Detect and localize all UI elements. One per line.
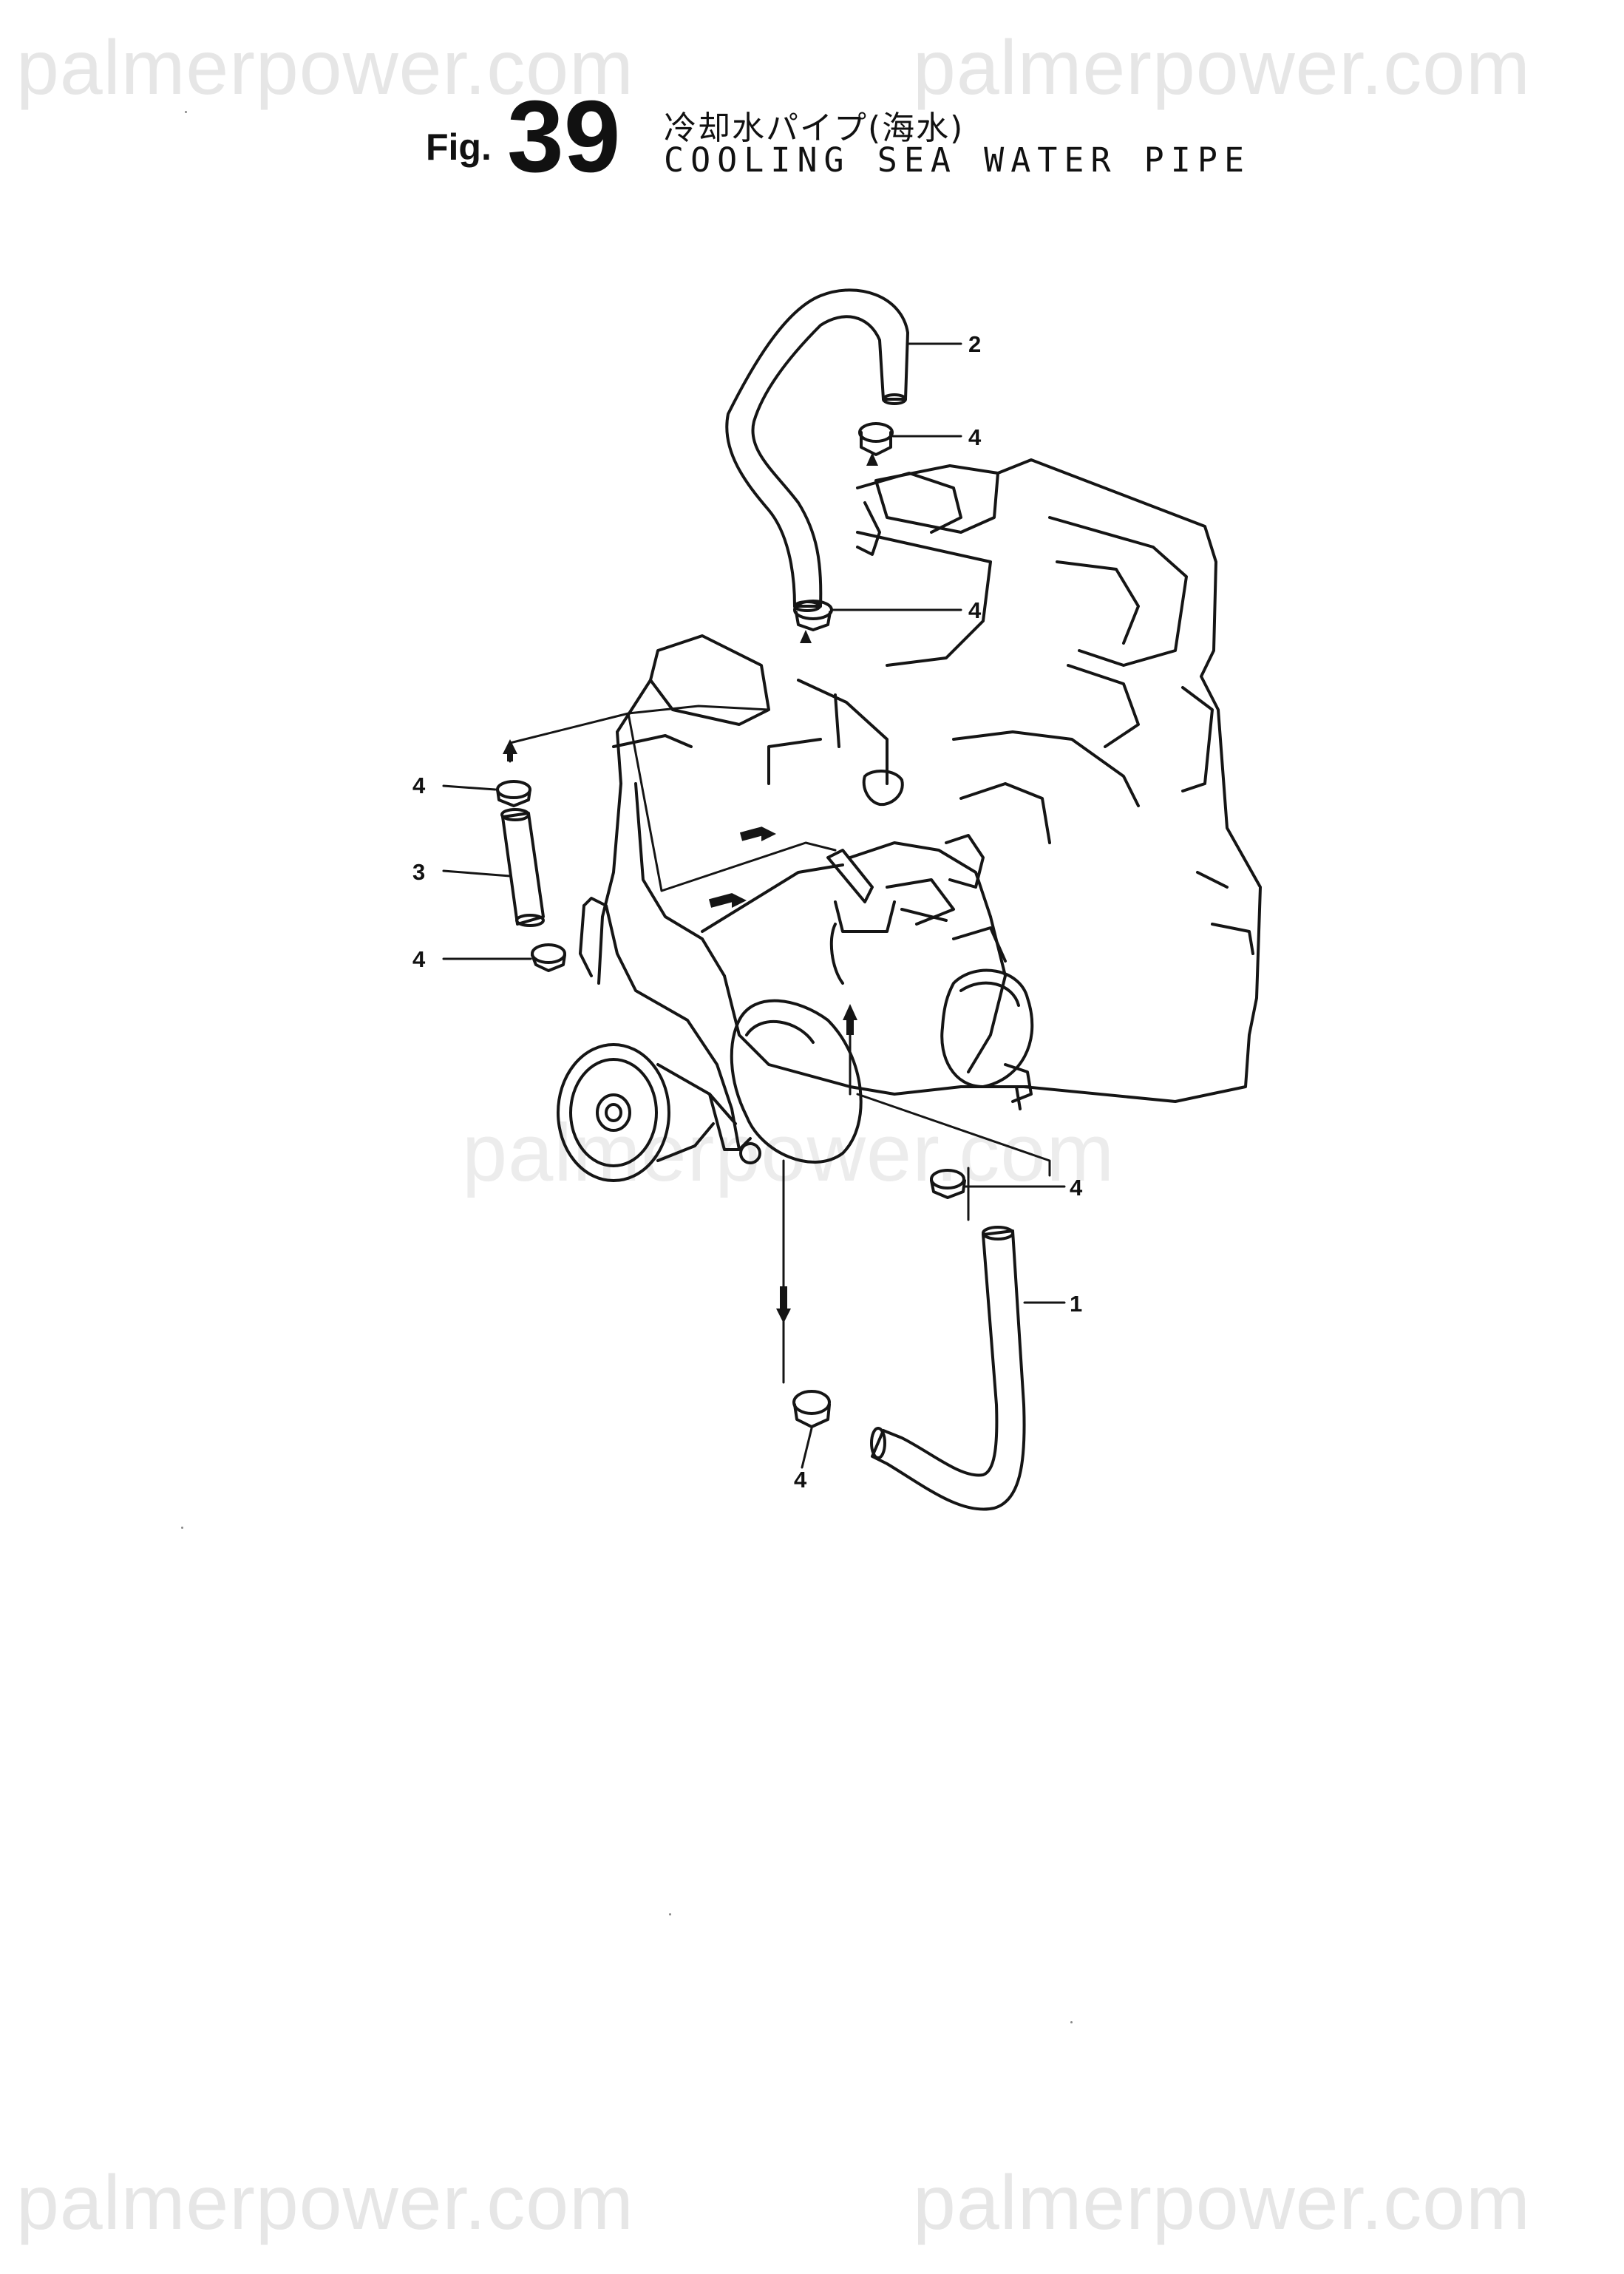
scan-speck [669, 1913, 671, 1915]
scan-speck [181, 1527, 183, 1529]
scan-speck [185, 111, 187, 113]
arrow-right-lower [732, 893, 747, 908]
figure-header: Fig. 39 冷却水パイプ(海水) COOLING SEA WATER PIP… [0, 0, 1624, 207]
watermark-bottom-left: palmerpower.com [16, 2160, 634, 2246]
callout-part-4-left-bottom: 4 [412, 946, 426, 972]
clamp-left-bottom [531, 943, 566, 964]
hose-3 [500, 808, 545, 927]
clamp-left-top [496, 780, 531, 799]
figure-title-english: COOLING SEA WATER PIPE [664, 140, 1251, 180]
callout-part-4-left-top: 4 [412, 773, 426, 798]
clamp-top [858, 422, 894, 443]
callout-part-4-top: 4 [968, 424, 982, 450]
flow-arrows [503, 452, 878, 1323]
arrow-up-left [503, 739, 517, 754]
arrow-up-pump [843, 1004, 857, 1020]
engine-block [557, 458, 1262, 1182]
callout-part-1: 1 [1070, 1291, 1082, 1317]
callout-part-3: 3 [412, 859, 425, 885]
watermark-bottom-right: palmerpower.com [913, 2160, 1531, 2246]
clamp-bottom [792, 1390, 831, 1415]
watermark-top-left: palmerpower.com [16, 25, 634, 111]
callout-part-4-upper: 4 [968, 597, 982, 623]
callout-part-4-bottom: 4 [794, 1467, 807, 1493]
hose-1 [870, 1226, 1026, 1511]
clamp-right-bottom [930, 1169, 965, 1189]
hose-2 [725, 288, 909, 612]
arrow-up-top-1 [866, 452, 878, 466]
arrow-right-upper [761, 827, 776, 841]
watermark-top-right: palmerpower.com [913, 25, 1531, 111]
scan-speck [1070, 2021, 1073, 2023]
figure-title-japanese: 冷却水パイプ(海水) [664, 109, 965, 147]
callout-part-4-right: 4 [1070, 1175, 1083, 1201]
callout-numbers: 2 4 4 4 3 4 4 1 4 [412, 331, 1083, 1493]
arrow-down-bottom [776, 1309, 791, 1323]
hose-clamps [496, 422, 966, 1428]
arrow-up-top-2 [800, 630, 812, 643]
figure-number: 39 [507, 80, 621, 194]
callout-part-2: 2 [968, 331, 981, 357]
flow-path-lines [509, 705, 1051, 1384]
figure-prefix: Fig. [426, 126, 492, 168]
callout-leaders [442, 342, 1066, 1469]
